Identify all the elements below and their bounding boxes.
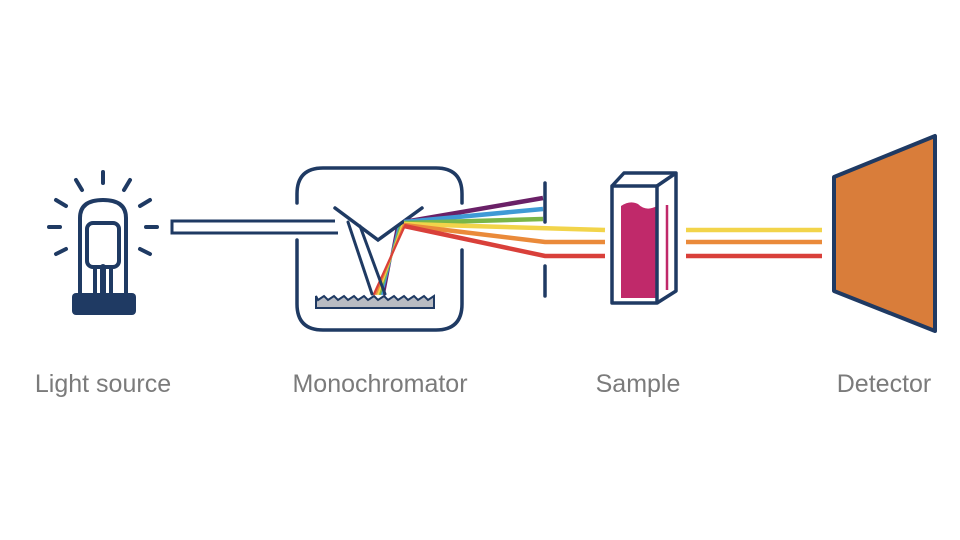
detector-icon: [832, 134, 937, 333]
sample-cuvette-icon: [610, 171, 678, 305]
label-monochromator: Monochromator: [292, 370, 468, 398]
light-source-icon: [47, 170, 159, 315]
light-beam: [170, 219, 338, 235]
label-detector: Detector: [836, 370, 932, 398]
transmitted-light: [686, 227, 822, 259]
label-sample: Sample: [595, 370, 681, 398]
monochromator-icon: [295, 166, 464, 332]
dispersed-spectrum: [403, 195, 606, 259]
label-light-source: Light source: [34, 370, 172, 398]
